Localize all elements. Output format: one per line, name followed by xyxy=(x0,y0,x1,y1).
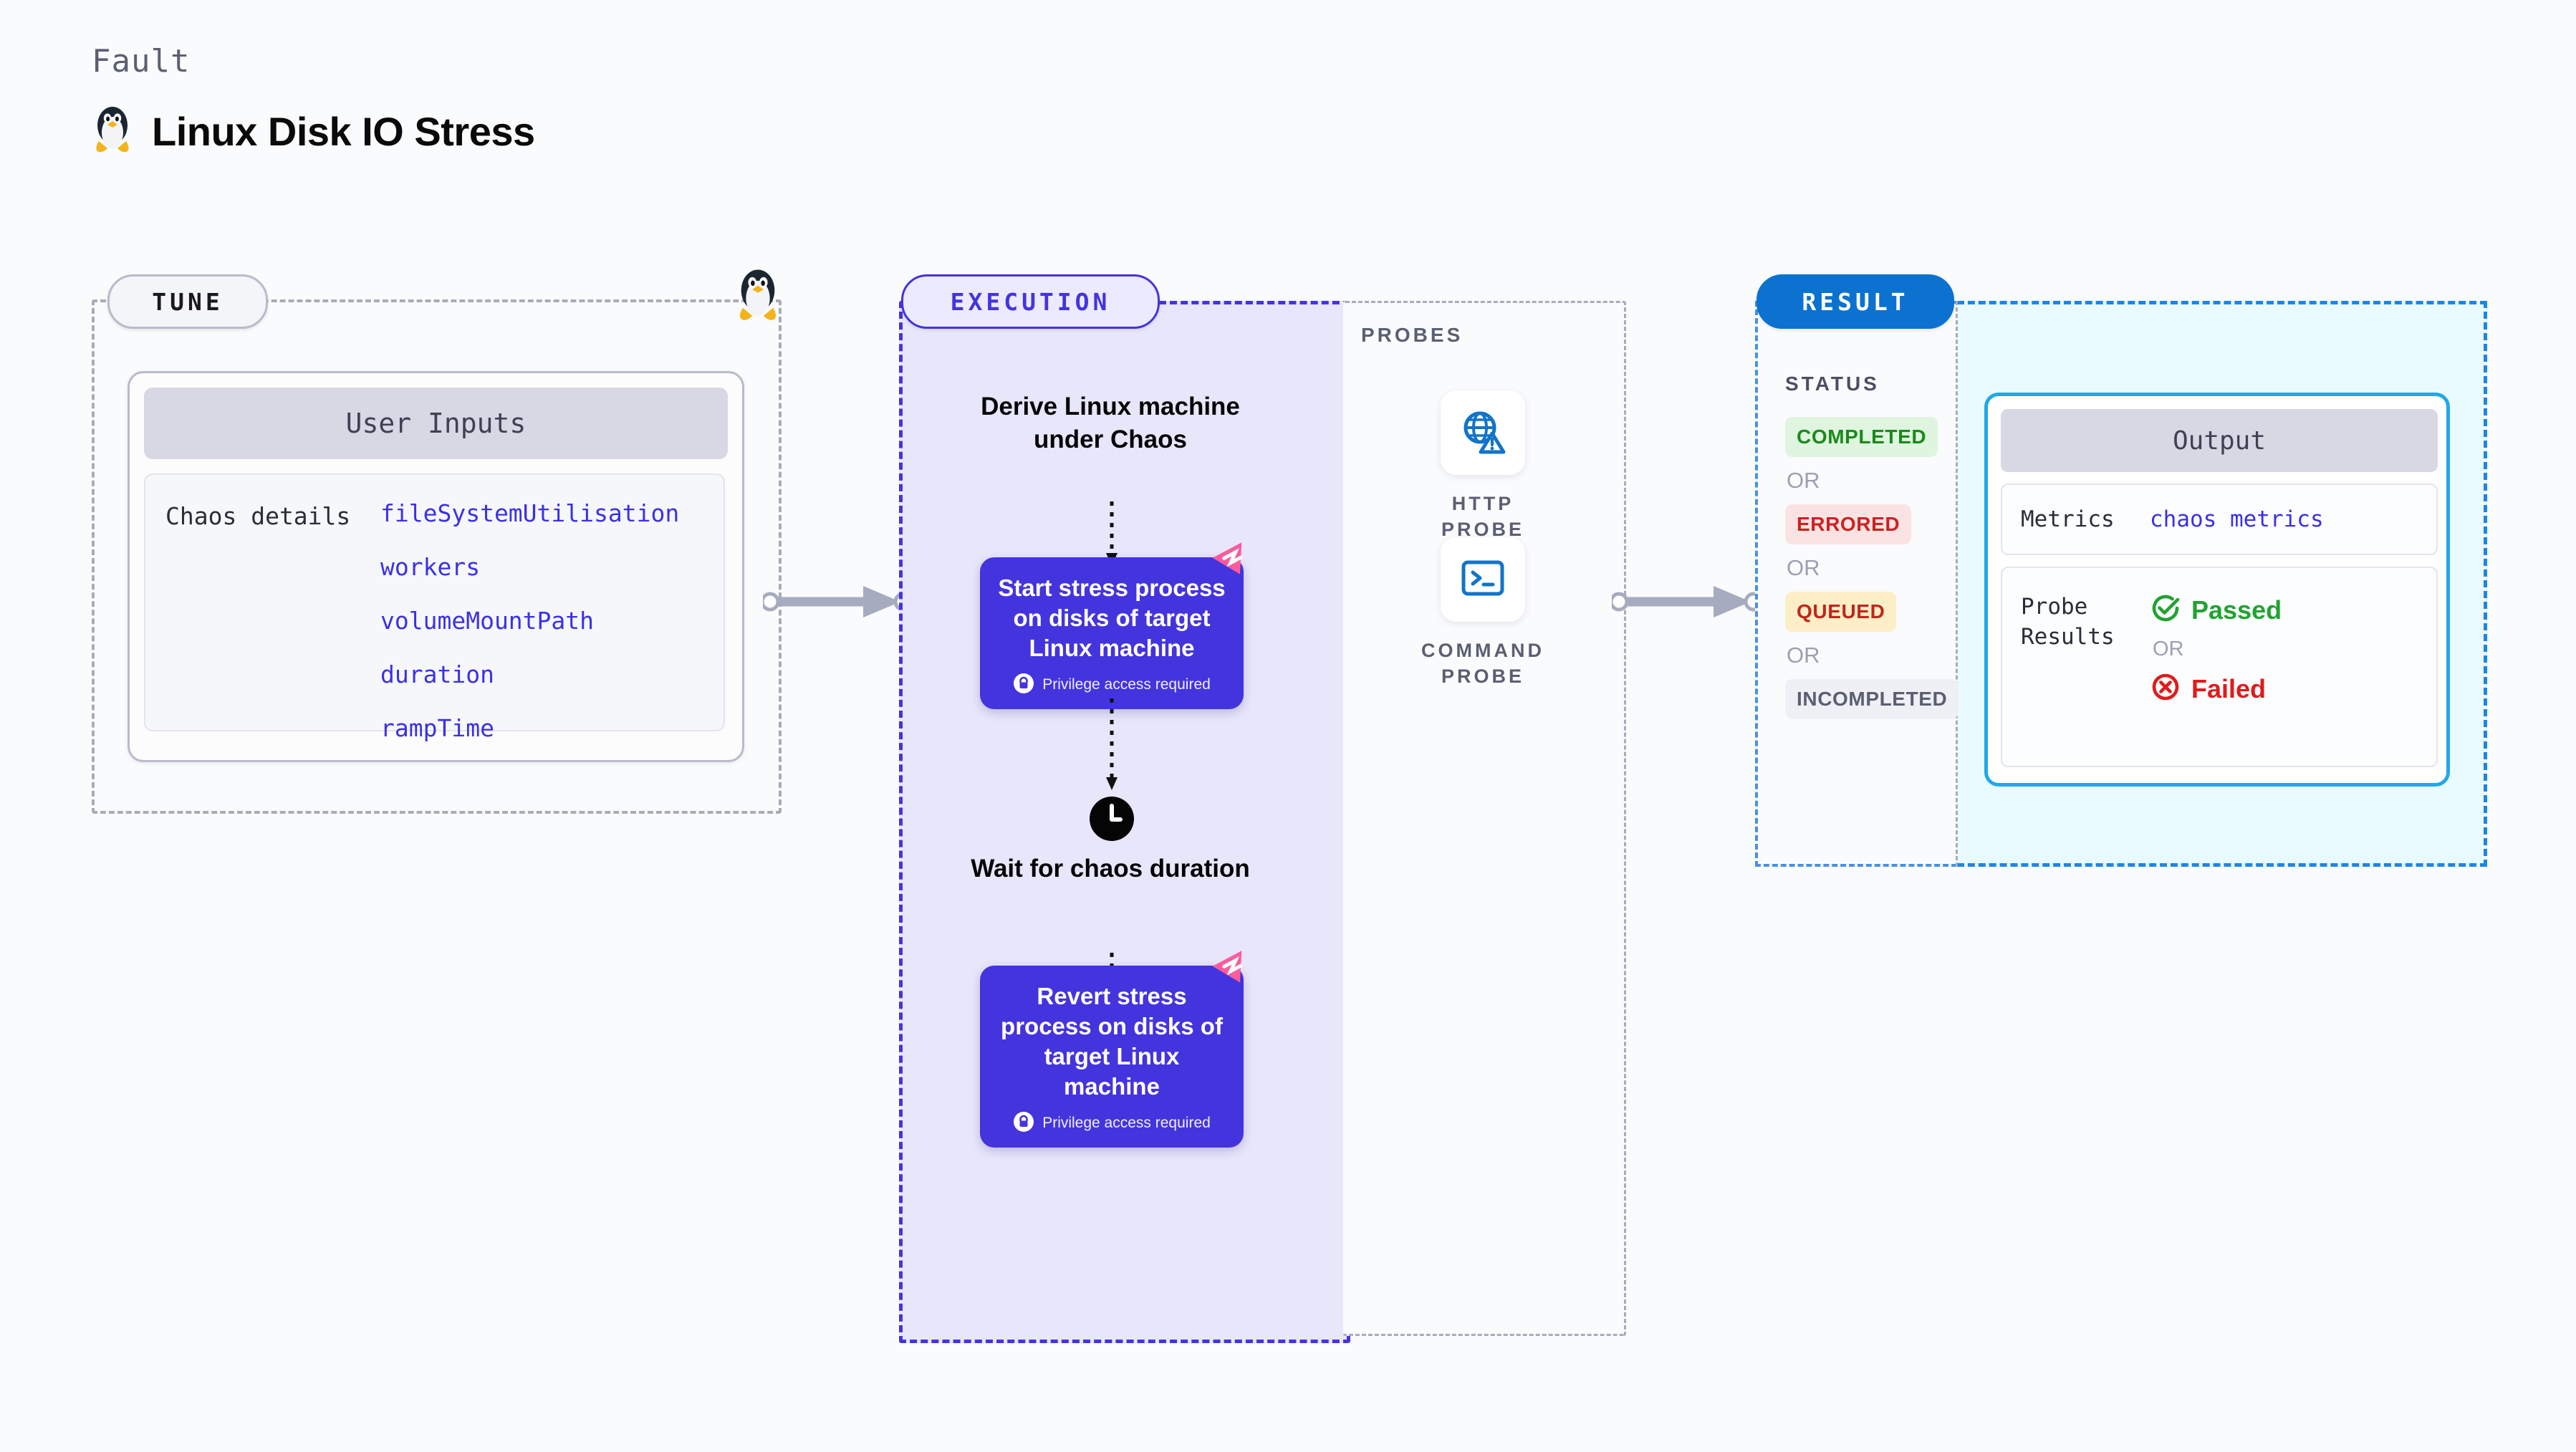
lock-icon xyxy=(1013,1111,1034,1136)
param-item[interactable]: volumeMountPath xyxy=(380,607,595,635)
page-title: Linux Disk IO Stress xyxy=(152,109,535,154)
globe-warning-icon xyxy=(1459,408,1506,458)
execution-card-revert[interactable]: Revert stress process on disks of target… xyxy=(980,951,1244,1148)
result-status-column xyxy=(1755,301,1957,867)
probe-http[interactable]: HTTP PROBE xyxy=(1411,390,1554,543)
connector-execution-result xyxy=(1609,580,1764,623)
chaos-details-box: Chaos details fileSystemUtilisation work… xyxy=(144,473,725,742)
execution-pill-label: EXECUTION xyxy=(950,287,1111,316)
probe-command[interactable]: COMMAND PROBE xyxy=(1411,537,1554,690)
probe-verdicts: Passed OR Failed xyxy=(2150,592,2282,766)
or-separator: OR xyxy=(1787,643,1820,668)
param-item[interactable]: fileSystemUtilisation xyxy=(380,499,680,527)
verdict-failed-text: Failed xyxy=(2191,673,2267,703)
execution-card-start-title: Start stress process on disks of target … xyxy=(998,574,1226,661)
probe-command-tile[interactable] xyxy=(1441,537,1525,622)
status-badge: INCOMPLETED xyxy=(1785,679,1959,719)
probe-results-label: Probe Results xyxy=(2021,594,2115,650)
chaos-param-list: fileSystemUtilisation workers volumeMoun… xyxy=(380,499,680,742)
output-title: Output xyxy=(2001,409,2438,472)
probe-http-tile[interactable] xyxy=(1441,390,1525,475)
or-separator: OR xyxy=(1787,555,1820,580)
privilege-note-text: Privilege access required xyxy=(1042,1115,1211,1132)
execution-step-derive: Derive Linux machine under Chaos xyxy=(981,393,1240,453)
connector-tune-execution xyxy=(760,580,913,623)
status-badge: COMPLETED xyxy=(1785,417,1938,457)
verdict-failed: Failed xyxy=(2150,671,2282,706)
param-item[interactable]: duration xyxy=(380,660,494,688)
metrics-row: Metrics chaos metrics xyxy=(2001,484,2438,555)
tune-pill-label: TUNE xyxy=(152,287,224,316)
title-row: Linux Disk IO Stress xyxy=(92,104,535,159)
result-pill[interactable]: RESULT xyxy=(1756,274,1954,329)
probe-command-label: COMMAND PROBE xyxy=(1421,640,1544,688)
status-badge-list: COMPLETED OR ERRORED OR QUEUED OR INCOMP… xyxy=(1785,417,1959,719)
tune-pill[interactable]: TUNE xyxy=(107,274,268,329)
x-circle-icon xyxy=(2150,671,2181,706)
user-inputs-title: User Inputs xyxy=(144,388,728,459)
arrow-start-to-wait xyxy=(1103,698,1120,795)
fault-kicker: Fault xyxy=(92,43,191,80)
page-header: Fault Linux Disk IO Stress xyxy=(92,43,535,159)
privilege-note: Privilege access required xyxy=(994,673,1229,698)
lock-icon xyxy=(1013,673,1034,698)
status-badge: QUEUED xyxy=(1785,592,1897,632)
or-separator: OR xyxy=(1787,468,1820,493)
probes-section-label: PROBES xyxy=(1361,324,1464,346)
execution-card-revert-title: Revert stress process on disks of target… xyxy=(1001,983,1223,1100)
tux-penguin-icon xyxy=(732,266,784,324)
user-inputs-card: User Inputs Chaos details fileSystemUtil… xyxy=(128,371,744,762)
param-item[interactable]: workers xyxy=(380,553,481,581)
execution-step-wait: Wait for chaos duration xyxy=(971,855,1250,883)
or-separator: OR xyxy=(2153,638,2184,660)
tux-penguin-icon xyxy=(92,104,133,159)
result-pill-label: RESULT xyxy=(1802,287,1909,316)
status-badge: ERRORED xyxy=(1785,504,1912,544)
litmus-ribbon-icon xyxy=(1211,539,1255,583)
probe-http-label: HTTP PROBE xyxy=(1441,493,1525,541)
param-item[interactable]: rampTime xyxy=(380,714,494,742)
execution-card-start[interactable]: Start stress process on disks of target … xyxy=(980,542,1244,709)
status-label: STATUS xyxy=(1785,372,1880,395)
verdict-passed: Passed xyxy=(2150,592,2282,628)
privilege-note-text: Privilege access required xyxy=(1042,676,1211,693)
tune-panel xyxy=(92,299,782,814)
verdict-passed-text: Passed xyxy=(2191,595,2282,625)
privilege-note: Privilege access required xyxy=(994,1111,1229,1136)
output-card: Output Metrics chaos metrics Probe Resul… xyxy=(1984,393,2450,787)
chaos-details-label: Chaos details xyxy=(165,502,351,530)
metrics-value[interactable]: chaos metrics xyxy=(2150,506,2324,532)
metrics-label: Metrics xyxy=(2021,506,2115,532)
status-column-divider xyxy=(1956,301,1958,867)
check-circle-icon xyxy=(2150,592,2181,628)
probe-results-row: Probe Results Passed OR xyxy=(2001,567,2438,767)
terminal-icon xyxy=(1459,557,1506,603)
execution-pill[interactable]: EXECUTION xyxy=(901,274,1160,329)
clock-icon xyxy=(1090,797,1134,845)
litmus-ribbon-icon xyxy=(1211,947,1255,991)
